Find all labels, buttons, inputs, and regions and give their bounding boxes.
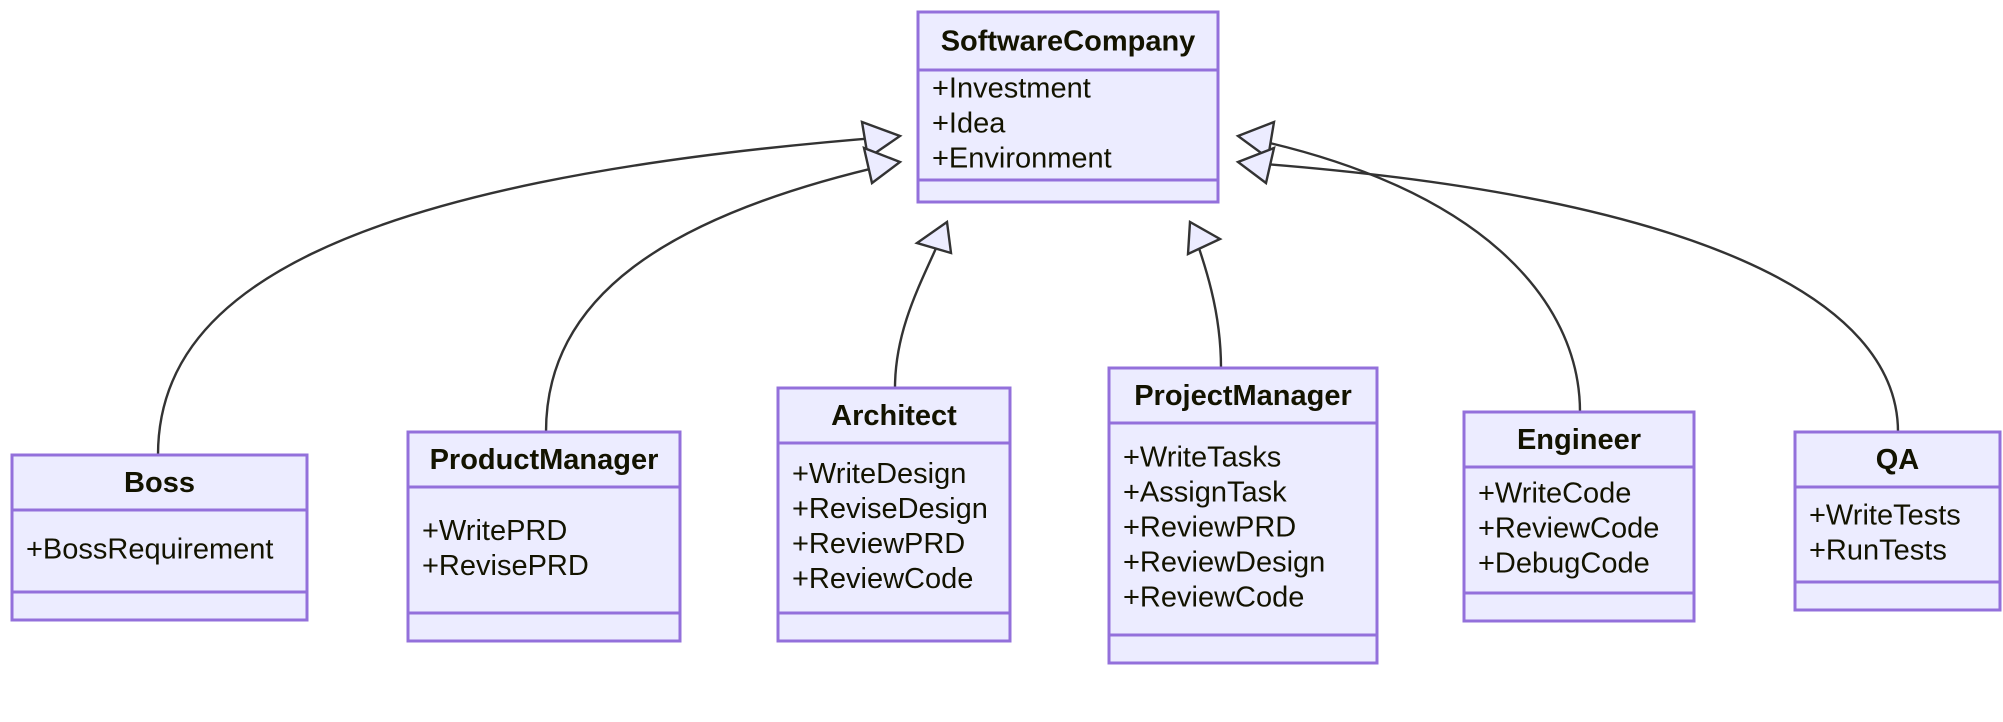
relation-engineer-to-company bbox=[1235, 120, 1582, 413]
class-member-label: +Environment bbox=[932, 143, 1112, 175]
class-box-software-company[interactable]: SoftwareCompany +Investment+Idea+Environm… bbox=[916, 10, 1220, 204]
class-member-label: +DebugCode bbox=[1478, 548, 1650, 580]
class-name-label: ProductManager bbox=[430, 444, 659, 476]
class-member-label: +ReviewCode bbox=[792, 563, 973, 595]
generalization-arrowhead-icon bbox=[1235, 146, 1276, 186]
class-member-label: +WriteCode bbox=[1478, 478, 1631, 510]
relation-boss-to-company bbox=[156, 120, 903, 456]
class-box-outline bbox=[1462, 410, 1696, 623]
relation-productmanager-to-company bbox=[544, 146, 903, 433]
class-member-label: +BossRequirement bbox=[26, 534, 273, 566]
class-name-label: Architect bbox=[831, 400, 957, 432]
generalization-line bbox=[544, 160, 901, 433]
class-name-label: Engineer bbox=[1517, 424, 1641, 456]
class-member-label: +RunTests bbox=[1809, 535, 1947, 567]
class-member-label: +ReviewCode bbox=[1478, 513, 1659, 545]
class-box-outline bbox=[776, 386, 1012, 643]
class-member-label: +Idea bbox=[932, 108, 1006, 140]
generalization-line bbox=[1237, 160, 1900, 433]
class-member-label: +ReviewPRD bbox=[1123, 512, 1296, 544]
relation-architect-to-company bbox=[893, 219, 953, 389]
class-member-label: +AssignTask bbox=[1123, 477, 1287, 509]
class-box-architect[interactable]: Architect+WriteDesign+ReviseDesign+Revie… bbox=[776, 386, 1012, 643]
class-member-label: +WriteTests bbox=[1809, 500, 1961, 532]
class-box-outline bbox=[916, 10, 1220, 204]
generalization-arrowhead-icon bbox=[862, 146, 903, 186]
class-name-label: SoftwareCompany bbox=[941, 26, 1196, 58]
class-member-label: +WriteTasks bbox=[1123, 442, 1281, 474]
generalization-arrowhead-icon bbox=[914, 219, 953, 255]
classes-layer: SoftwareCompany +Investment+Idea+Environm… bbox=[10, 10, 2002, 665]
class-name-label: QA bbox=[1876, 444, 1920, 476]
class-member-label: +ReviewDesign bbox=[1123, 547, 1325, 579]
class-member-label: +WritePRD bbox=[422, 515, 567, 547]
class-box-outline bbox=[1107, 366, 1379, 665]
generalization-arrowhead-icon bbox=[860, 120, 903, 161]
class-member-label: +ReviewPRD bbox=[792, 528, 965, 560]
generalization-arrowhead-icon bbox=[1186, 220, 1223, 256]
generalization-arrowhead-icon bbox=[1235, 120, 1276, 161]
class-box-engineer[interactable]: Engineer +WriteCode+ReviewCode+DebugCode bbox=[1462, 410, 1696, 623]
class-member-label: +RevisePRD bbox=[422, 550, 589, 582]
class-name-label: ProjectManager bbox=[1134, 380, 1352, 412]
class-box-qa[interactable]: QA +WriteTests+RunTests bbox=[1793, 430, 2002, 612]
relations-layer bbox=[156, 120, 1900, 456]
class-box-product-manager[interactable]: ProductManager +WritePRD+RevisePRD bbox=[406, 430, 682, 643]
class-member-label: +ReviewCode bbox=[1123, 582, 1304, 614]
relation-qa-to-company bbox=[1235, 146, 1900, 433]
relation-projectmanager-to-company bbox=[1186, 220, 1223, 369]
class-member-label: +WriteDesign bbox=[792, 458, 966, 490]
generalization-line bbox=[1237, 134, 1582, 413]
class-member-label: +ReviseDesign bbox=[792, 493, 988, 525]
class-box-outline bbox=[406, 430, 682, 643]
class-box-project-manager[interactable]: ProjectManager+WriteTasks+AssignTask+Rev… bbox=[1107, 366, 1379, 665]
class-name-label: Boss bbox=[124, 467, 195, 499]
class-box-boss[interactable]: Boss +BossRequirement bbox=[10, 453, 309, 622]
class-member-label: +Investment bbox=[932, 73, 1091, 105]
generalization-line bbox=[156, 134, 901, 456]
class-box-outline bbox=[1793, 430, 2002, 612]
